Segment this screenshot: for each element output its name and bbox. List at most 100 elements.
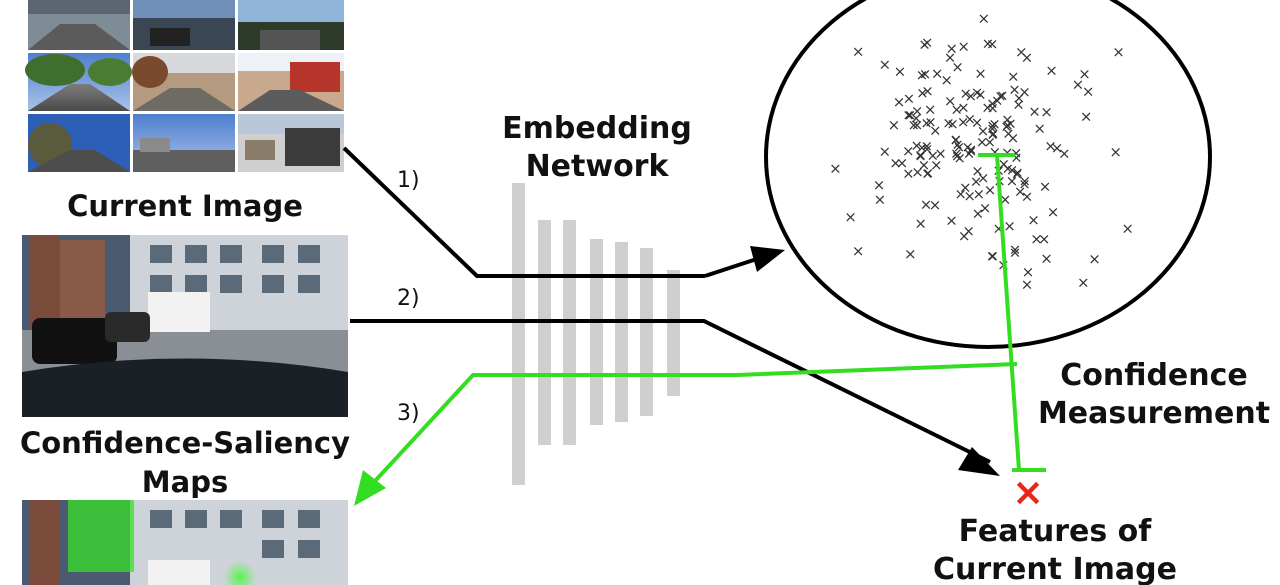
embedding-point: ×	[1019, 172, 1032, 190]
embedding-point: ×	[1022, 263, 1035, 281]
embedding-point: ×	[1058, 144, 1071, 162]
embedding-point: ×	[978, 10, 991, 28]
embedding-point: ×	[902, 165, 915, 183]
embedding-point: ×	[1080, 108, 1093, 126]
embedding-point: ×	[1027, 211, 1040, 229]
embedding-point: ×	[920, 195, 933, 213]
embedding-point: ×	[964, 110, 977, 128]
embedding-point: ×	[911, 102, 924, 120]
embedding-point: ×	[950, 145, 963, 163]
embedding-point: ×	[924, 101, 937, 119]
embedding-point: ×	[918, 156, 931, 174]
embedding-point: ×	[908, 116, 921, 134]
embedding-point: ×	[977, 122, 990, 140]
embedding-point: ×	[902, 142, 915, 160]
embedding-point: ×	[1006, 161, 1019, 179]
embedding-point: ×	[944, 92, 957, 110]
embedding-point: ×	[979, 199, 992, 217]
confidence-measurement-label-line1: Confidence	[1060, 358, 1248, 393]
saliency-map-image	[22, 500, 348, 585]
street-scene-image	[22, 235, 348, 417]
embedding-point: ×	[954, 185, 967, 203]
embedding-point: ×	[921, 82, 934, 100]
embedding-space-circle	[764, 0, 1212, 349]
embedding-point: ×	[1044, 137, 1057, 155]
embedding-point: ×	[1002, 160, 1015, 178]
embedding-point: ×	[921, 137, 934, 155]
embedding-point: ×	[1088, 250, 1101, 268]
mosaic-tile-1	[28, 0, 130, 50]
step-3-label: 3)	[397, 401, 420, 426]
features-label-line2: Current Image	[933, 552, 1177, 585]
embedding-point: ×	[914, 146, 927, 164]
embedding-point: ×	[929, 122, 942, 140]
embedding-point: ×	[927, 147, 940, 165]
embedding-point: ×	[1112, 43, 1125, 61]
mosaic-tile-2	[133, 0, 235, 50]
embedding-point: ×	[942, 114, 955, 132]
embedding-point: ×	[1047, 203, 1060, 221]
embedding-point: ×	[930, 156, 943, 174]
embedding-point: ×	[1038, 230, 1051, 248]
embedding-point: ×	[986, 247, 999, 265]
embedding-point: ×	[971, 113, 984, 131]
embedding-point: ×	[963, 144, 976, 162]
embedding-point: ×	[994, 87, 1007, 105]
embedding-point: ×	[958, 227, 971, 245]
embedding-point: ×	[940, 71, 953, 89]
embedding-point: ×	[934, 144, 947, 162]
embedding-point: ×	[963, 187, 976, 205]
embedding-point: ×	[894, 63, 907, 81]
mosaic-tile-4	[25, 53, 132, 111]
embedding-point: ×	[1040, 250, 1053, 268]
saliency-maps-label-line2: Maps	[142, 465, 228, 499]
embedding-points: ××××××××××××××××××××××××××××××××××××××××…	[829, 10, 1134, 294]
saliency-highlight-region	[68, 500, 134, 572]
embedding-point: ×	[991, 91, 1004, 109]
embedding-point: ×	[1004, 114, 1017, 132]
embedding-point: ×	[1078, 65, 1091, 83]
embedding-point: ×	[1028, 102, 1041, 120]
arrow-step-2	[350, 319, 1000, 476]
embedding-point: ×	[911, 116, 924, 134]
embedding-point: ×	[946, 115, 959, 133]
embedding-point: ×	[961, 138, 974, 156]
embedding-point: ×	[971, 162, 984, 180]
embedding-point: ×	[986, 117, 999, 135]
embedding-point: ×	[918, 36, 931, 54]
embedding-point: ×	[949, 131, 962, 149]
embedding-point: ×	[1000, 117, 1013, 135]
arrow-step-1	[342, 146, 785, 278]
embedding-point: ×	[984, 133, 997, 151]
embedding-point: ×	[986, 125, 999, 143]
embedding-point: ×	[957, 113, 970, 131]
embedding-point: ×	[921, 165, 934, 183]
embedding-point: ×	[1006, 172, 1019, 190]
embedding-point: ×	[986, 35, 999, 53]
confidence-measurement-label-line2: Measurement	[1038, 396, 1270, 431]
confidence-bracket	[978, 153, 1046, 472]
step-2-label: 2)	[397, 286, 420, 311]
embedding-point: ×	[893, 93, 906, 111]
embedding-point: ×	[916, 66, 929, 84]
embedding-point: ×	[951, 58, 964, 76]
embedding-point: ×	[889, 154, 902, 172]
embedding-point: ×	[951, 136, 964, 154]
embedding-point: ×	[950, 101, 963, 119]
embedding-point: ×	[962, 222, 975, 240]
embedding-point: ×	[1009, 241, 1022, 259]
embedding-point: ×	[1039, 178, 1052, 196]
mosaic-tile-9	[238, 114, 344, 172]
embedding-point: ×	[1121, 220, 1134, 238]
mosaic-tile-6	[238, 53, 344, 111]
current-feature-marker: ×	[1012, 470, 1044, 514]
embedding-point: ×	[852, 43, 865, 61]
embedding-point: ×	[921, 140, 934, 158]
embedding-point: ×	[1051, 139, 1064, 157]
embedding-point: ×	[973, 185, 986, 203]
mosaic-tile-7	[28, 114, 130, 172]
embedding-point: ×	[888, 116, 901, 134]
embedding-point: ×	[976, 133, 989, 151]
embedding-point: ×	[914, 147, 927, 165]
